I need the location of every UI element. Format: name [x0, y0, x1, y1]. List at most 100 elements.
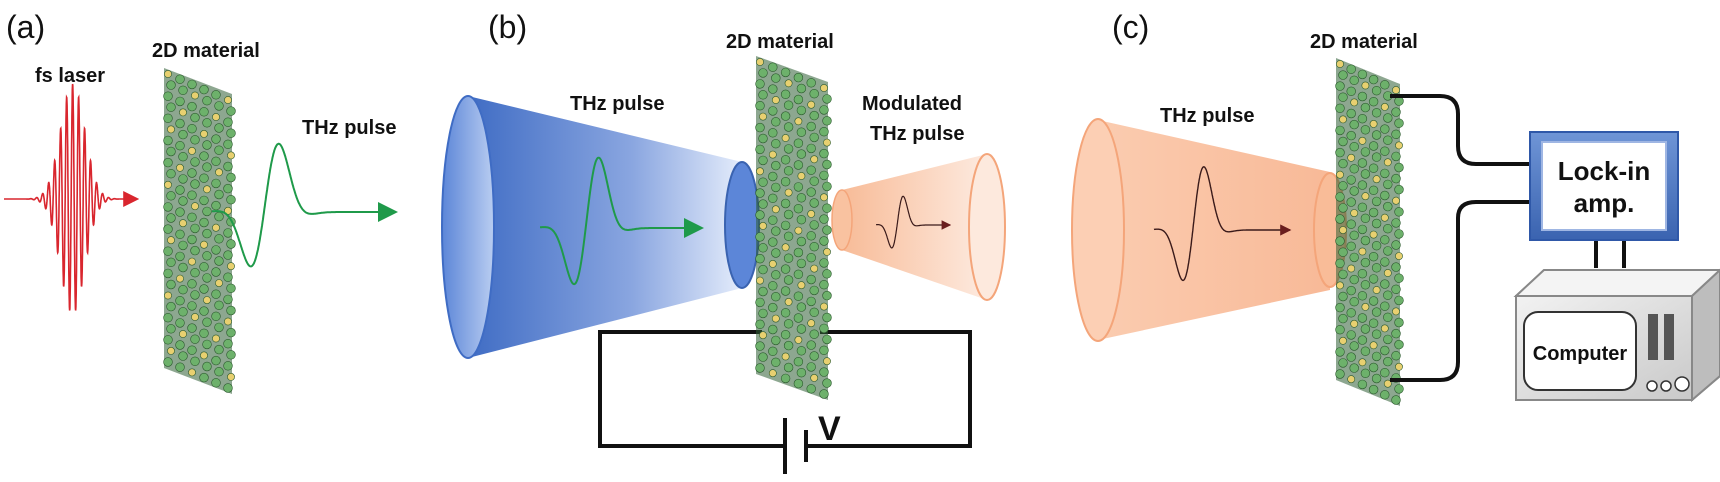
lattice-atom — [163, 135, 173, 146]
lattice-atom — [755, 232, 765, 242]
lattice-atom — [1383, 290, 1393, 300]
lattice-atom — [1335, 236, 1345, 246]
lattice-atom — [793, 204, 804, 214]
lattice-atom — [214, 300, 224, 310]
lattice-atom — [810, 155, 819, 164]
lattice-atom — [223, 161, 233, 172]
lattice-atom — [1346, 352, 1356, 362]
lattice-atom — [781, 134, 790, 142]
lattice-atom — [1335, 258, 1345, 268]
lattice-atom — [163, 313, 173, 323]
lattice-atom — [1349, 341, 1359, 351]
lattice-atom — [768, 346, 778, 356]
lattice-atom — [223, 183, 233, 194]
lattice-atom — [1335, 369, 1345, 379]
lattice-atom — [178, 129, 188, 140]
lattice-atom — [784, 79, 793, 88]
lattice-atom — [822, 225, 832, 235]
lattice-atom — [175, 185, 185, 195]
lattice-atom — [780, 264, 791, 274]
lattice-atom — [771, 117, 781, 127]
lattice-atom — [796, 236, 807, 247]
lattice-atom — [780, 89, 791, 100]
lattice-atom — [167, 236, 175, 245]
lattice-atom — [1335, 347, 1345, 357]
lattice-atom — [783, 253, 794, 263]
lattice-atom — [212, 334, 220, 343]
lattice-atom — [819, 170, 829, 181]
lattice-atom — [227, 151, 235, 160]
lattice-atom — [793, 94, 804, 105]
lattice-atom — [1394, 339, 1404, 350]
lattice-atom — [823, 138, 831, 147]
lattice-atom — [187, 190, 197, 200]
lattice-atom — [1360, 147, 1371, 157]
lattice-atom — [187, 101, 197, 112]
lattice-atom — [226, 305, 236, 316]
lattice-atom — [1357, 113, 1368, 124]
lattice-atom — [780, 67, 791, 78]
lattice-atom — [1380, 301, 1390, 311]
lattice-atom — [227, 372, 235, 381]
lattice-atom — [199, 306, 209, 316]
lattice-atom — [1380, 345, 1390, 356]
lattice-atom — [175, 362, 185, 372]
lattice-atom — [1360, 125, 1371, 135]
lattice-atom — [768, 281, 778, 291]
lattice-atom — [191, 91, 199, 100]
lattice-atom — [175, 118, 185, 129]
lattice-atom — [1383, 224, 1393, 234]
lattice-atom — [223, 117, 233, 127]
lattice-atom — [780, 308, 791, 318]
lattice-atom — [1335, 325, 1345, 335]
lattice-atom — [796, 368, 807, 378]
lattice-atom — [1394, 384, 1404, 394]
lattice-atom — [768, 84, 778, 94]
lattice-atom — [755, 341, 765, 351]
lattice-atom — [796, 215, 807, 225]
lattice-atom — [771, 96, 780, 104]
modulated-label-line1: Modulated — [862, 93, 962, 115]
lattice-atom — [1346, 308, 1356, 318]
lattice-atom — [1383, 201, 1393, 212]
lattice-atom — [191, 202, 199, 211]
lattice-atom — [1339, 115, 1347, 124]
lattice-atom — [1395, 252, 1403, 260]
lattice-atom — [212, 113, 220, 121]
lattice-atom — [214, 123, 224, 133]
lattice-atom — [1372, 175, 1381, 184]
lattice-atom — [178, 85, 188, 96]
lattice-atom — [783, 209, 794, 220]
lattice-atom — [822, 290, 832, 301]
lattice-atom — [806, 253, 816, 263]
lattice-atom — [223, 361, 233, 371]
lattice-atom — [819, 389, 829, 399]
thz-pulse-wave-a — [212, 142, 398, 268]
lattice-atom — [822, 378, 832, 388]
lattice-atom — [1380, 390, 1390, 400]
lattice-atom — [759, 331, 767, 340]
lattice-atom — [822, 334, 832, 345]
lattice-atom — [1349, 186, 1359, 196]
voltage-label: V — [818, 410, 841, 448]
lattice-atom — [1346, 197, 1356, 207]
lattice-atom — [1346, 64, 1356, 74]
lattice-atom — [214, 256, 224, 266]
lattice-atom — [819, 367, 829, 377]
lattice-atom — [224, 96, 232, 104]
lattice-atom — [806, 187, 816, 197]
lattice-atom — [758, 155, 768, 166]
lattice-atom — [809, 110, 819, 121]
lattice-atom — [793, 247, 804, 258]
lockin-amplifier: Lock-in amp. — [1529, 131, 1679, 241]
lattice-atom — [175, 229, 185, 240]
lattice-atom — [756, 167, 764, 176]
lattice-atom — [797, 172, 806, 180]
lattice-atom — [783, 340, 794, 351]
lattice-atom — [1391, 240, 1401, 250]
lattice-atom — [202, 162, 212, 172]
lattice-atom — [191, 313, 199, 321]
lattice-atom — [1383, 379, 1392, 388]
lattice-atom — [211, 355, 221, 366]
